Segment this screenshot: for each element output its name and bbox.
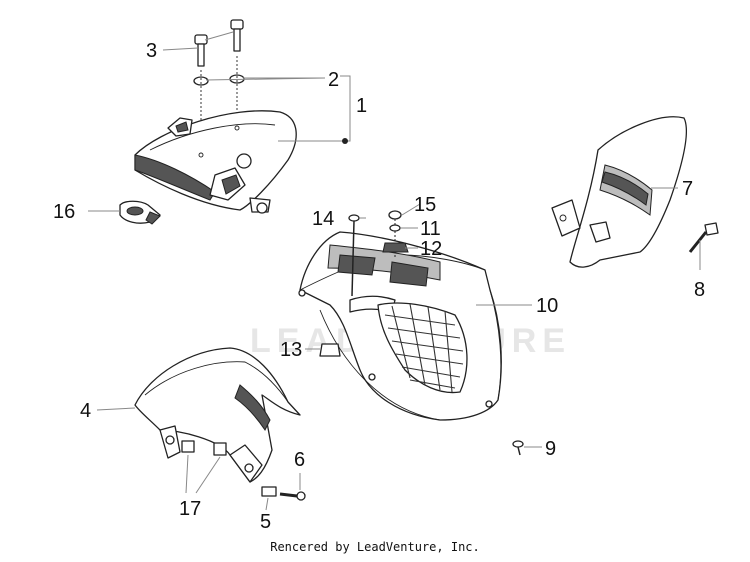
callout-10[interactable]: 10 xyxy=(536,295,558,317)
callout-3[interactable]: 3 xyxy=(146,40,157,62)
rear-fender[interactable] xyxy=(551,116,687,268)
callout-8[interactable]: 8 xyxy=(694,279,705,301)
bracket-16[interactable] xyxy=(119,200,161,225)
nut-12[interactable] xyxy=(382,242,409,253)
callout-12[interactable]: 12 xyxy=(420,238,442,260)
top-cover-assembly xyxy=(134,19,297,214)
callout-1[interactable]: 1 xyxy=(356,95,367,117)
washer-11[interactable] xyxy=(389,224,401,232)
callout-14[interactable]: 14 xyxy=(312,208,334,230)
clip-13[interactable] xyxy=(319,343,341,357)
screw-9[interactable] xyxy=(512,440,524,456)
callout-labels: 1 2 3 4 5 6 7 8 9 10 11 12 13 14 15 16 1… xyxy=(53,40,705,533)
callout-16[interactable]: 16 xyxy=(53,201,75,223)
spacer-5[interactable] xyxy=(261,486,277,497)
grommets-17[interactable] xyxy=(181,440,227,456)
screw-8[interactable] xyxy=(688,222,719,253)
callout-11[interactable]: 11 xyxy=(420,218,441,240)
callout-5[interactable]: 5 xyxy=(260,511,271,533)
washer-left[interactable] xyxy=(193,76,209,86)
front-fender[interactable] xyxy=(134,347,301,483)
callout-6[interactable]: 6 xyxy=(294,449,305,471)
callout-7[interactable]: 7 xyxy=(682,178,693,200)
callout-13[interactable]: 13 xyxy=(280,339,302,361)
callout-17[interactable]: 17 xyxy=(179,498,201,520)
leader-lines xyxy=(88,31,701,511)
credit-line: Rencered by LeadVenture, Inc. xyxy=(270,540,480,554)
callout-15[interactable]: 15 xyxy=(414,194,436,216)
screw-14[interactable] xyxy=(348,214,360,297)
callout-4[interactable]: 4 xyxy=(80,400,91,422)
callout-9[interactable]: 9 xyxy=(545,438,556,460)
bolt-right[interactable] xyxy=(230,19,244,52)
callout-2[interactable]: 2 xyxy=(328,69,339,91)
screw-6[interactable] xyxy=(279,491,306,501)
inner-shield[interactable] xyxy=(298,231,502,421)
